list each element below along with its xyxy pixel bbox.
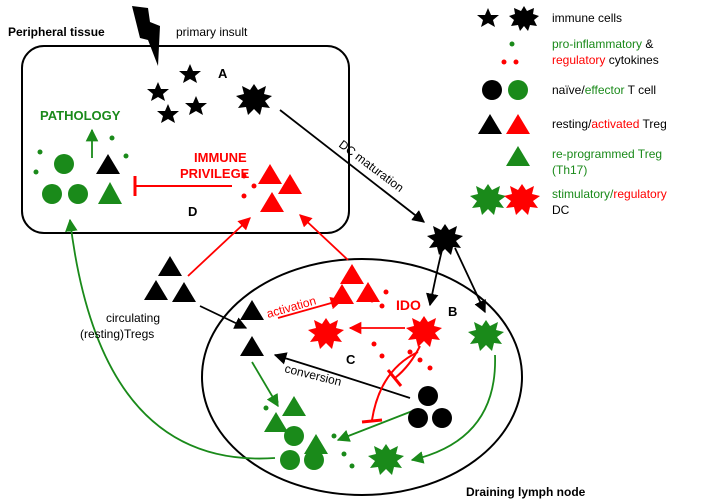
conversion-label: conversion — [283, 361, 343, 389]
dc-to-stimulatory-arrow — [454, 247, 486, 314]
regulatory-dc-icon — [406, 316, 442, 347]
draining-lymph-node-label: Draining lymph node — [466, 485, 586, 499]
privilege-label: PRIVILEGE — [180, 166, 250, 181]
legend-reprogrammed: re-programmed Treg — [552, 147, 662, 161]
lymph-node-ellipse — [201, 258, 523, 496]
legend-activated-treg — [506, 114, 530, 134]
legend-reprogrammed-treg — [506, 146, 530, 166]
pathology-label: PATHOLOGY — [40, 108, 121, 123]
legend-dc: DC — [552, 203, 570, 217]
label-d: D — [188, 204, 197, 219]
circulating-tregs-cluster — [144, 256, 196, 302]
dc-maturation-arrow — [279, 109, 425, 223]
lymph-dc-icon — [427, 224, 463, 255]
legend-effector-cell — [508, 80, 528, 100]
stimulatory-dc-icon — [468, 320, 504, 351]
legend-red-dot-2 — [513, 59, 519, 65]
immune-cell-icon — [157, 104, 179, 123]
legend-amp: & — [642, 37, 653, 51]
resting-to-reprogrammed-arrow — [251, 361, 279, 408]
legend-th17: (Th17) — [552, 163, 587, 177]
legend-green-dot — [509, 41, 515, 47]
dc-to-regulatory-arrow — [426, 249, 443, 307]
legend-dc-icon — [509, 6, 539, 31]
immune-cell-icon — [179, 64, 201, 83]
svg-text:resting/activated Treg: resting/activated Treg — [552, 117, 667, 131]
immune-label: IMMUNE — [194, 150, 247, 165]
legend-cytokines: cytokines — [605, 53, 658, 67]
bottom-stimulatory-dc-icon — [368, 444, 404, 475]
conversion-arrow — [273, 352, 411, 399]
immune-cell-icon — [185, 96, 207, 115]
tissue-immune-cells — [147, 64, 207, 123]
legend-treg: Treg — [639, 117, 666, 131]
stim-dc-to-green-arrow — [410, 354, 496, 464]
label-c: C — [346, 352, 356, 367]
legend-regulatory-dc-text: regulatory — [613, 187, 666, 201]
lymph-resting-tregs — [240, 300, 264, 356]
primary-insult-label: primary insult — [176, 25, 248, 39]
activated-to-tissue-arrow — [299, 214, 349, 261]
legend-immune-cell-icon — [477, 8, 499, 27]
label-a: A — [218, 66, 228, 81]
svg-text:naïve/effector T cell: naïve/effector T cell — [552, 83, 656, 97]
legend-regulatory-dc — [504, 184, 540, 215]
legend: immune cells pro-inflammatory & regulato… — [470, 6, 667, 217]
lymph-to-pathology-arrow — [65, 218, 276, 460]
circulating-to-lymph-arrow — [199, 305, 248, 329]
ido-inhibit-2-bar — [386, 369, 403, 387]
ido-inhibit-2 — [394, 345, 421, 379]
immune-cell-icon — [147, 82, 169, 101]
legend-pro-inflammatory: pro-inflammatory — [552, 37, 642, 51]
peripheral-tissue-box — [21, 45, 350, 234]
immune-privilege-cluster — [241, 164, 302, 212]
legend-naive: naïve/ — [552, 83, 585, 97]
ido-label: IDO — [396, 297, 421, 313]
svg-text:pro-inflammatory &: pro-inflammatory & — [552, 37, 653, 51]
legend-stimulatory-dc — [470, 184, 506, 215]
naive-t-cells — [408, 386, 452, 428]
pathology-cluster — [33, 135, 129, 204]
svg-text:stimulatory/regulatory: stimulatory/regulatory — [552, 187, 667, 201]
activated-tregs-cluster — [330, 264, 389, 309]
legend-resting-treg — [478, 114, 502, 134]
legend-activated: activated — [591, 117, 639, 131]
tissue-dc-icon — [236, 84, 272, 115]
legend-red-dot-1 — [501, 59, 507, 65]
green-to-effector-arrow — [336, 409, 416, 442]
peripheral-tissue-label: Peripheral tissue — [8, 25, 105, 39]
circulating-to-tissue-arrow — [187, 217, 251, 277]
small-regulatory-dc-icon — [308, 318, 344, 349]
legend-effector: effector — [585, 83, 625, 97]
dc-maturation-label: DC maturation — [336, 137, 406, 195]
lightning-icon — [132, 6, 160, 66]
activation-label: activation — [265, 293, 318, 320]
ido-inhibit-1 — [371, 351, 419, 421]
legend-resting: resting/ — [552, 117, 592, 131]
legend-t-cell: T cell — [625, 83, 657, 97]
circulating-top-label: circulating — [106, 311, 160, 325]
legend-regulatory: regulatory — [552, 53, 605, 67]
effector-cluster — [263, 396, 355, 470]
legend-stimulatory: stimulatory/ — [552, 187, 614, 201]
label-b: B — [448, 304, 457, 319]
legend-naive-cell — [482, 80, 502, 100]
ido-inhibit-1-bar — [361, 418, 383, 424]
svg-text:regulatory cytokines: regulatory cytokines — [552, 53, 659, 67]
circulating-label: (resting)Tregs — [80, 327, 154, 341]
legend-immune-cells: immune cells — [552, 11, 622, 25]
ido-cytokines — [371, 341, 433, 371]
